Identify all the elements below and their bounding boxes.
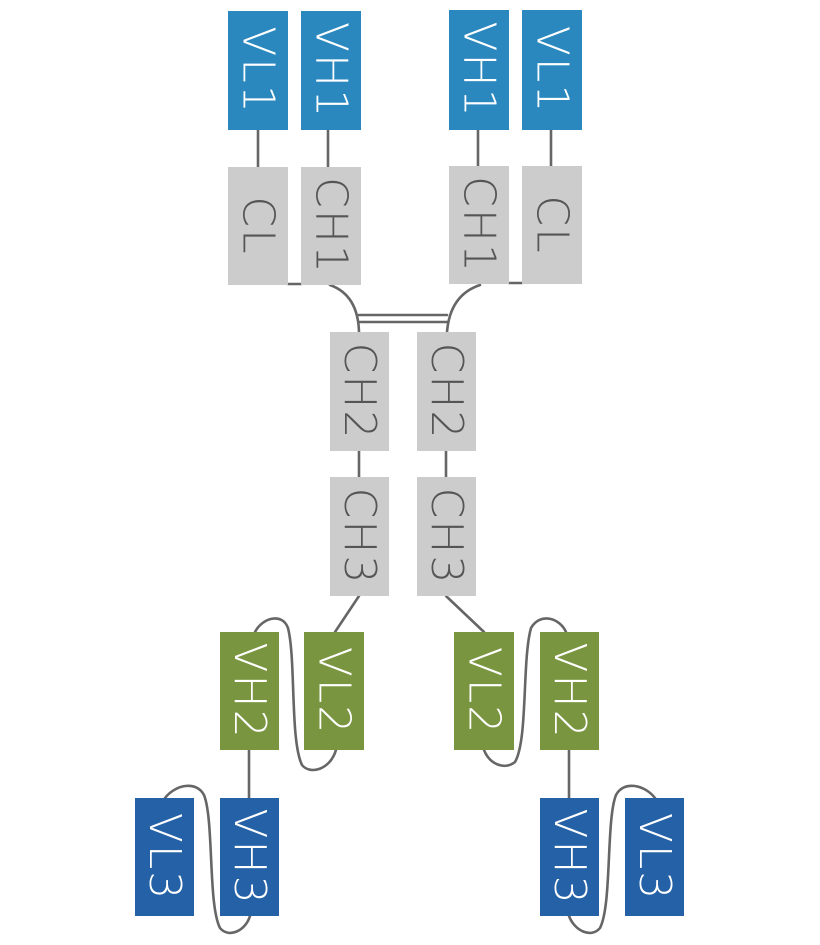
domain-left-vh3: VH3 bbox=[220, 798, 279, 916]
domain-label: CH2 bbox=[334, 343, 385, 441]
link-left-vl2-vh2-loop bbox=[253, 617, 338, 772]
connectors bbox=[163, 128, 657, 935]
link-right-vl2-vh2-loop bbox=[482, 617, 568, 767]
domain-right-vh3: VH3 bbox=[540, 798, 599, 916]
domain-box bbox=[135, 798, 194, 916]
domain-right-ch3: CH3 bbox=[417, 477, 476, 596]
domain-right-vl2: VL2 bbox=[454, 632, 514, 750]
domain-right-ch1: CH1 bbox=[449, 166, 509, 284]
domain-label: CH2 bbox=[421, 343, 472, 441]
domain-box bbox=[330, 477, 389, 596]
domain-box bbox=[301, 11, 361, 130]
domain-left-vl2: VL2 bbox=[304, 632, 364, 750]
domain-label: VH3 bbox=[224, 808, 275, 905]
domain-left-cl: CL bbox=[228, 167, 288, 285]
domain-label: VL3 bbox=[629, 813, 680, 902]
domain-right-vl3: VL3 bbox=[625, 798, 684, 916]
domain-box bbox=[220, 632, 279, 750]
domain-box bbox=[228, 11, 288, 130]
domain-left-ch1: CH1 bbox=[301, 167, 361, 285]
domain-right-cl: CL bbox=[522, 166, 582, 284]
domain-label: VH3 bbox=[544, 808, 595, 905]
link-right-vh3-vl3-loop bbox=[567, 784, 657, 935]
domain-label: CL bbox=[233, 196, 284, 255]
domain-box bbox=[540, 632, 599, 750]
domain-right-ch2: CH2 bbox=[417, 332, 476, 451]
domain-right-vh1: VH1 bbox=[449, 10, 509, 130]
domain-left-ch3: CH3 bbox=[330, 477, 389, 596]
domain-right-vh2: VH2 bbox=[540, 632, 599, 750]
domain-label: VL2 bbox=[309, 647, 360, 736]
domain-box bbox=[522, 166, 582, 284]
domain-label: CH1 bbox=[454, 176, 505, 274]
domain-box bbox=[449, 10, 509, 130]
domain-box bbox=[330, 332, 389, 451]
link-left-hinge bbox=[328, 283, 361, 334]
domain-box bbox=[304, 632, 364, 750]
domain-box bbox=[449, 166, 509, 284]
domain-label: CH1 bbox=[306, 177, 357, 275]
link-right-ch3-vl2 bbox=[444, 594, 486, 634]
link-left-ch3-vl2 bbox=[333, 594, 361, 634]
domain-box bbox=[301, 167, 361, 285]
domain-label: CL bbox=[527, 195, 578, 254]
domain-label: VL1 bbox=[233, 26, 284, 115]
domain-box bbox=[417, 477, 476, 596]
link-right-hinge bbox=[445, 283, 482, 334]
domain-box bbox=[228, 167, 288, 285]
domain-label: CH3 bbox=[334, 488, 385, 586]
domain-label: VH2 bbox=[224, 642, 275, 739]
domain-box bbox=[540, 798, 599, 916]
domain-box bbox=[417, 332, 476, 451]
domain-box bbox=[220, 798, 279, 916]
domain-box bbox=[522, 10, 582, 130]
domain-label: VL1 bbox=[527, 26, 578, 115]
domain-label: VH2 bbox=[544, 642, 595, 739]
link-left-vh3-vl3-loop bbox=[163, 784, 252, 935]
domain-label: VH1 bbox=[454, 21, 505, 118]
domain-left-ch2: CH2 bbox=[330, 332, 389, 451]
domain-label: CH3 bbox=[421, 488, 472, 586]
domain-label: VL3 bbox=[139, 813, 190, 902]
domain-box bbox=[454, 632, 514, 750]
domain-box bbox=[625, 798, 684, 916]
domain-label: VH1 bbox=[306, 22, 357, 119]
domain-label: VL2 bbox=[459, 647, 510, 736]
domain-right-vl1: VL1 bbox=[522, 10, 582, 130]
domain-left-vl1: VL1 bbox=[228, 11, 288, 130]
domain-left-vl3: VL3 bbox=[135, 798, 194, 916]
domain-left-vh2: VH2 bbox=[220, 632, 279, 750]
domain-left-vh1: VH1 bbox=[301, 11, 361, 130]
